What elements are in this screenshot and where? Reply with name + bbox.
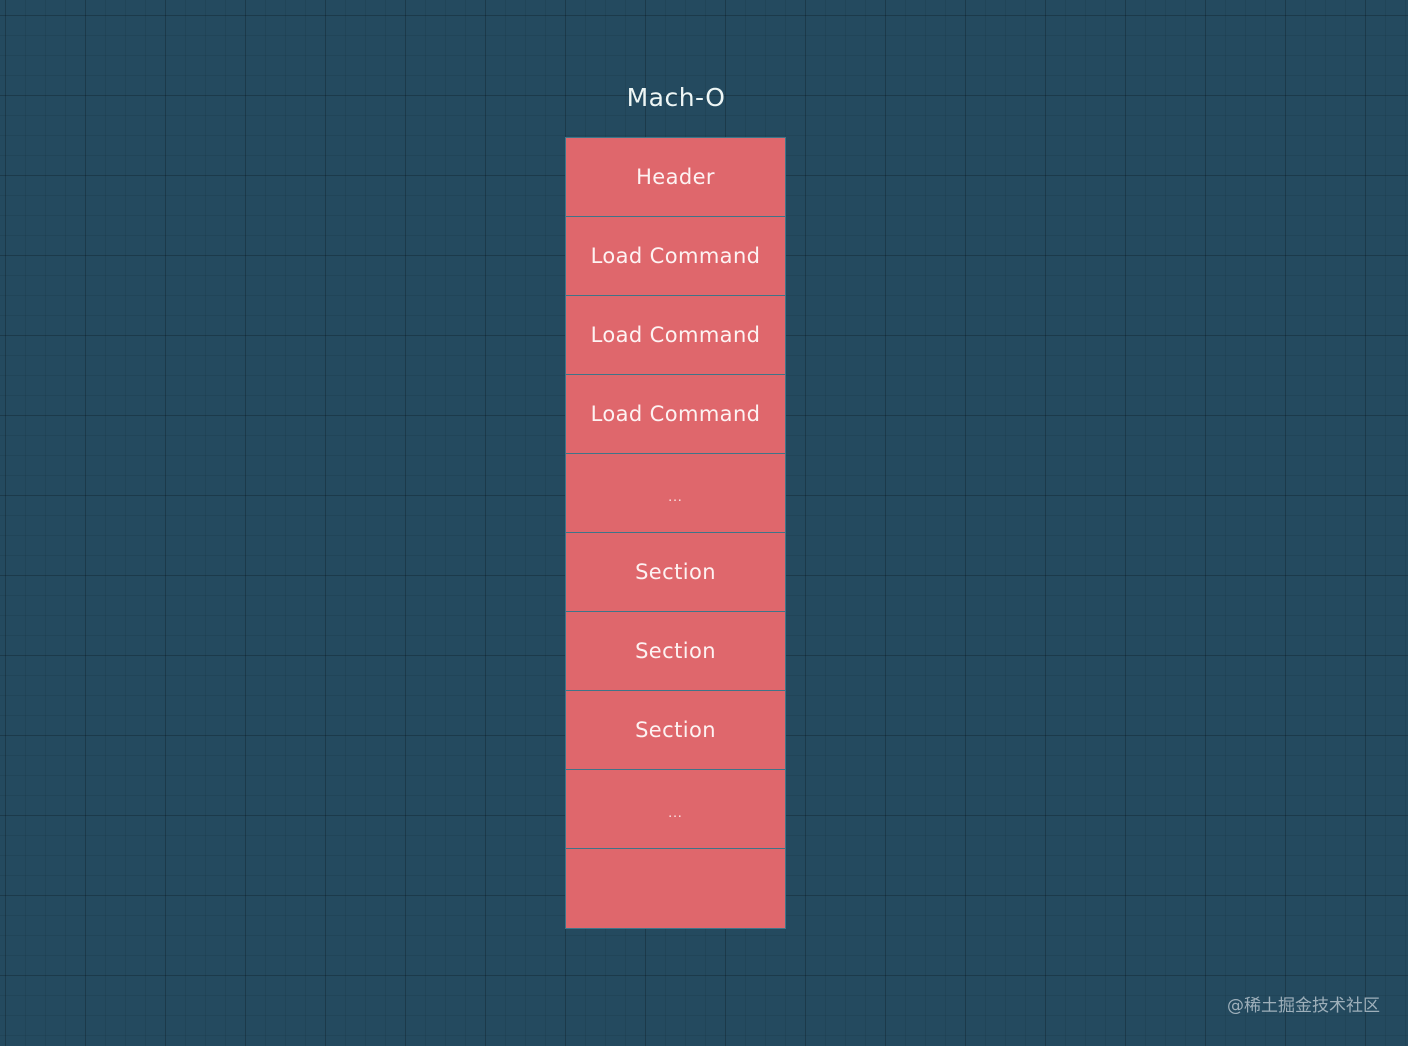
- header-block: Header: [565, 137, 786, 217]
- section-block-label: Section: [635, 639, 716, 663]
- empty-block: [565, 848, 786, 929]
- ellipsis-block: ...: [565, 769, 786, 849]
- load-command-block: Load Command: [565, 295, 786, 375]
- watermark: @稀土掘金技术社区: [1227, 996, 1380, 1016]
- ellipsis-block-label: ...: [668, 490, 683, 504]
- load-command-block: Load Command: [565, 374, 786, 454]
- ellipsis-block-label: ...: [668, 806, 683, 820]
- load-command-block-label: Load Command: [590, 323, 761, 347]
- header-block-label: Header: [636, 165, 715, 189]
- ellipsis-block: ...: [565, 453, 786, 533]
- section-block: Section: [565, 611, 786, 691]
- section-block: Section: [565, 532, 786, 612]
- load-command-block: Load Command: [565, 216, 786, 296]
- diagram-title: Mach-O: [626, 83, 726, 112]
- section-block-label: Section: [635, 560, 716, 584]
- load-command-block-label: Load Command: [590, 244, 761, 268]
- section-block: Section: [565, 690, 786, 770]
- section-block-label: Section: [635, 718, 716, 742]
- mach-o-structure-stack: Header Load Command Load Command Load Co…: [565, 137, 786, 929]
- load-command-block-label: Load Command: [590, 402, 761, 426]
